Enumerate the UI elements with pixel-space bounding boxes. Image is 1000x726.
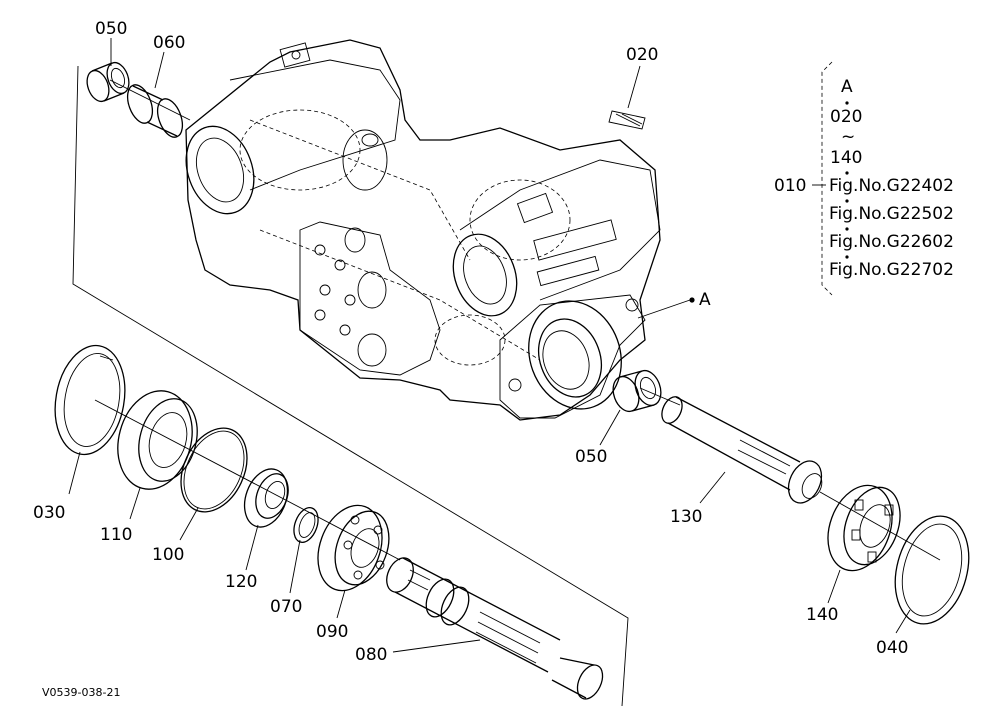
label-030: 030 xyxy=(33,503,65,523)
label-040: 040 xyxy=(876,638,908,658)
label-060: 060 xyxy=(153,33,185,53)
leader-lines xyxy=(68,38,911,653)
transmission-housing xyxy=(185,39,661,421)
part-120-oil-seal xyxy=(243,468,289,528)
ref-figure-4: Fig.No.G22702 xyxy=(829,260,954,280)
label-120: 120 xyxy=(225,572,257,592)
label-070: 070 xyxy=(270,597,302,617)
label-080: 080 xyxy=(355,645,387,665)
part-040-snap-ring xyxy=(894,515,970,625)
ref-range-end: 140 xyxy=(830,148,862,168)
label-090: 090 xyxy=(316,622,348,642)
part-030-snap-ring xyxy=(54,344,126,456)
drawing-code: V0539-038-21 xyxy=(42,686,120,699)
figure-reference-bracket xyxy=(821,61,833,296)
part-050-lower-bushing xyxy=(612,369,662,413)
label-140: 140 xyxy=(806,605,838,625)
label-050-lower: 050 xyxy=(575,447,607,467)
ref-tilde: ~ xyxy=(841,127,855,147)
part-050-upper-bushing xyxy=(86,61,130,103)
ref-header: A xyxy=(841,77,853,97)
part-090-ball-bearing xyxy=(317,504,390,592)
label-010: 010 xyxy=(774,176,806,196)
part-080-shaft xyxy=(386,557,604,700)
part-140-roller-bearing xyxy=(827,484,901,572)
ref-figure-1: Fig.No.G22402 xyxy=(829,176,954,196)
label-050-upper: 050 xyxy=(95,19,127,39)
figure-reference-list: A 020 ~ 140 Fig.No.G22402 Fig.No.G22502 … xyxy=(829,77,954,280)
part-110-bearing-holder xyxy=(117,390,198,490)
label-a-anchor: A xyxy=(699,290,711,310)
label-130: 130 xyxy=(670,507,702,527)
part-020-plate xyxy=(608,110,646,130)
ref-figure-3: Fig.No.G22602 xyxy=(829,232,954,252)
assembly-axis-lines xyxy=(94,79,941,561)
part-060-sleeve xyxy=(126,84,184,138)
ref-range-start: 020 xyxy=(830,107,862,127)
label-100: 100 xyxy=(152,545,184,565)
part-130-shaft xyxy=(661,396,823,504)
label-020: 020 xyxy=(626,45,658,65)
part-100-o-ring xyxy=(180,427,248,513)
part-labels: 050 060 020 A 050 030 110 100 120 070 09… xyxy=(33,19,908,665)
ref-figure-2: Fig.No.G22502 xyxy=(829,204,954,224)
label-110: 110 xyxy=(100,525,132,545)
assembly-frame xyxy=(72,65,629,707)
